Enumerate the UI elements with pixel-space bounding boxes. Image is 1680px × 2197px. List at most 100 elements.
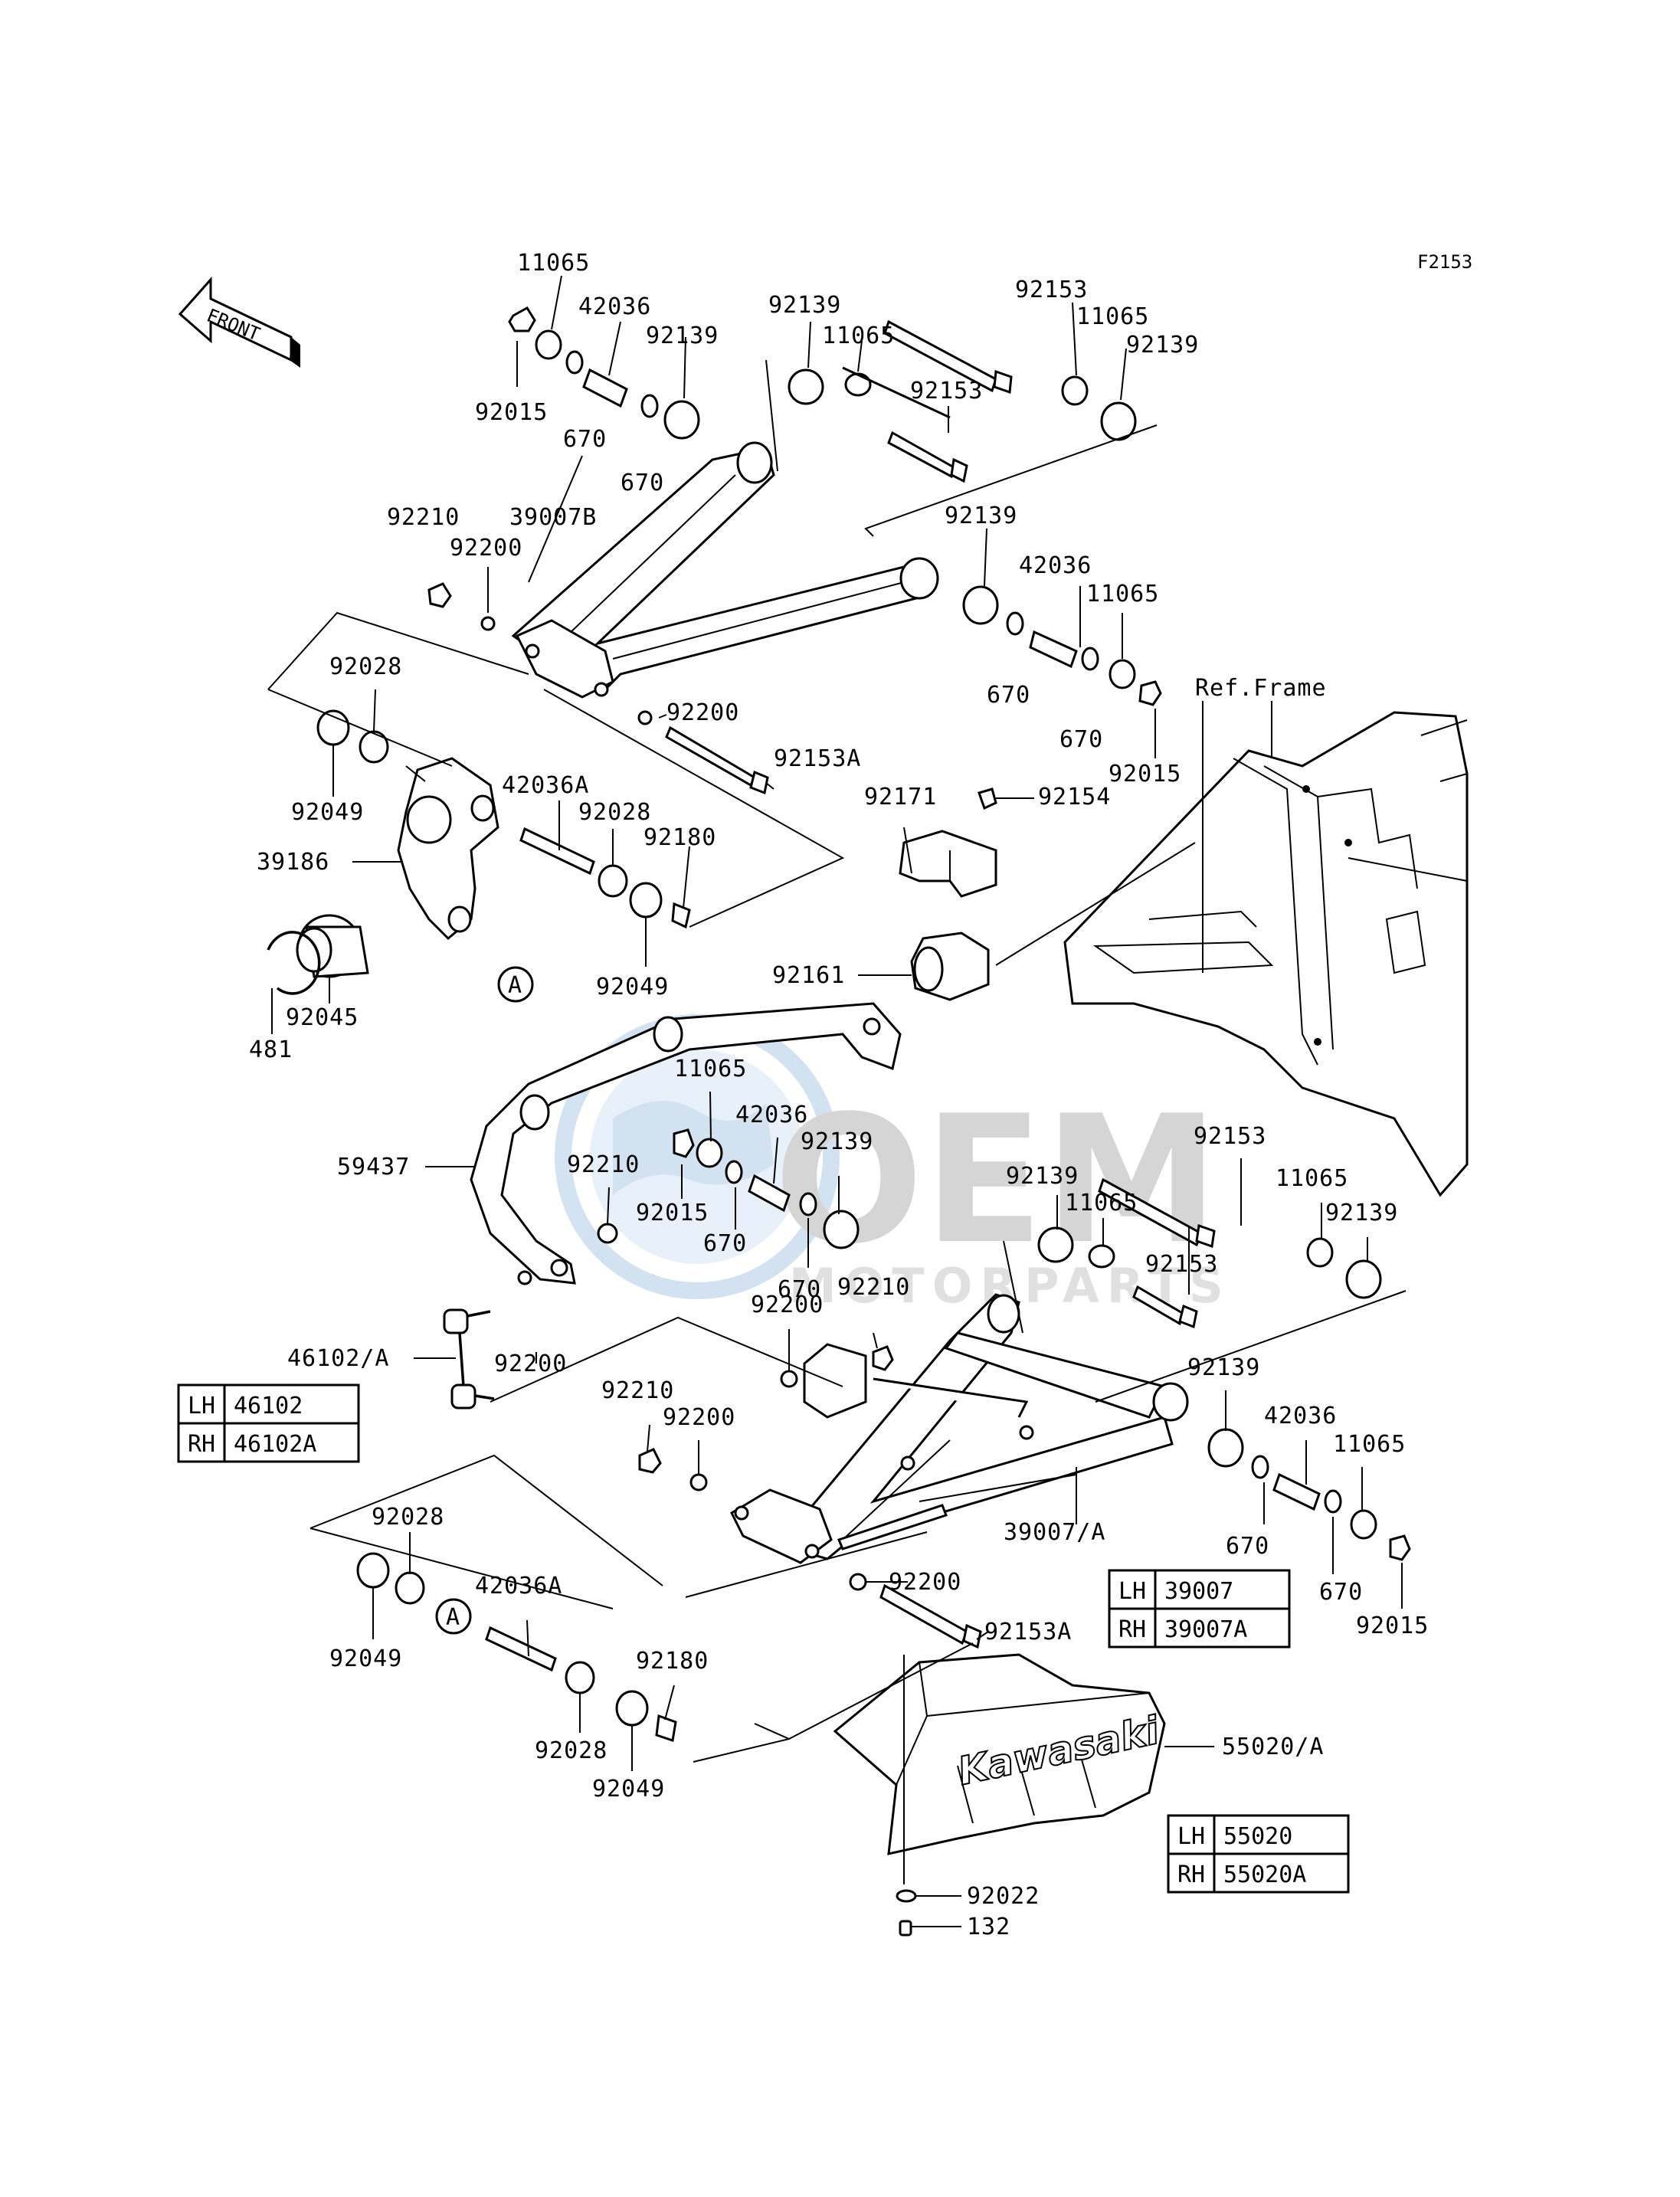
part-label: 92049 <box>596 974 669 1000</box>
part-label: 92139 <box>1126 332 1199 359</box>
page-id: F2153 <box>1417 251 1472 273</box>
part-label: 92200 <box>889 1569 961 1596</box>
part-label: 92139 <box>801 1128 873 1155</box>
part-label: 92200 <box>450 535 522 562</box>
tie-rod-end <box>443 1308 495 1410</box>
lh-rh-table-39007: LH 39007 RH 39007A <box>1108 1569 1291 1649</box>
table-part: 55020A <box>1223 1861 1306 1888</box>
part-label: 670 <box>563 426 607 453</box>
part-label: 92049 <box>329 1645 402 1672</box>
part-label: 92200 <box>751 1292 824 1318</box>
part-label: 42036A <box>502 772 589 799</box>
part-label: 132 <box>967 1914 1010 1940</box>
part-label: 92153 <box>1194 1123 1266 1150</box>
part-label: 92139 <box>1187 1354 1260 1381</box>
part-label: 92028 <box>578 799 651 826</box>
table-part: 55020 <box>1223 1823 1292 1850</box>
part-label: 92139 <box>1325 1200 1398 1226</box>
part-label: 92139 <box>1006 1163 1079 1190</box>
table-side: LH <box>1118 1578 1146 1605</box>
part-label: 92045 <box>286 1004 359 1031</box>
table-side: RH <box>1118 1616 1146 1643</box>
part-label: 92171 <box>864 784 937 810</box>
part-label: 11065 <box>674 1056 747 1082</box>
watermark: OEM MOTORPARTS <box>555 1014 1223 1314</box>
part-label: 11065 <box>822 323 895 349</box>
skid-guard: Kawasaki <box>833 1653 1166 1937</box>
table-part: 46102A <box>234 1431 316 1458</box>
part-label: 92028 <box>535 1737 607 1764</box>
part-label: 39186 <box>257 849 329 876</box>
part-label: 42036A <box>475 1573 562 1599</box>
table-side: RH <box>188 1431 215 1458</box>
part-label: 92200 <box>663 1404 735 1431</box>
part-label: 670 <box>778 1276 821 1303</box>
part-label: 92210 <box>837 1274 910 1301</box>
part-label: 92015 <box>1109 761 1181 787</box>
part-label: 92028 <box>329 653 402 680</box>
ref-frame-label: Ref.Frame <box>1195 675 1327 702</box>
part-label: 11065 <box>1076 303 1149 330</box>
table-side: RH <box>1177 1861 1205 1888</box>
table-part: 39007A <box>1164 1616 1247 1643</box>
part-label: 670 <box>1319 1579 1363 1606</box>
part-label: 11065 <box>1086 581 1159 607</box>
part-label: 39007/A <box>1004 1519 1105 1546</box>
part-label: 92180 <box>644 824 716 851</box>
table-part: 46102 <box>234 1393 303 1419</box>
part-label: 92200 <box>494 1351 567 1377</box>
part-label: 92139 <box>768 292 841 319</box>
part-label: 59437 <box>337 1154 410 1180</box>
part-label: 92154 <box>1038 784 1111 810</box>
lh-rh-table-46102: LH 46102 RH 46102A <box>177 1383 360 1463</box>
part-label: 92153A <box>774 745 861 772</box>
part-label: 92210 <box>567 1151 640 1178</box>
part-label: 92022 <box>967 1883 1040 1910</box>
table-side: LH <box>188 1393 215 1419</box>
part-label: 11065 <box>1065 1190 1138 1216</box>
part-label: 11065 <box>517 250 590 277</box>
part-label: 11065 <box>1276 1165 1348 1192</box>
part-label: 92049 <box>592 1776 665 1802</box>
table-side: LH <box>1177 1823 1205 1850</box>
part-label: 670 <box>1059 726 1103 753</box>
part-label: 92153 <box>1145 1251 1218 1278</box>
table-part: 39007 <box>1164 1578 1233 1605</box>
part-label: 92161 <box>772 962 845 989</box>
upper-a-arm <box>511 441 939 699</box>
watermark-main: OEM <box>774 1079 1220 1283</box>
upper-right-bushing-stack <box>427 582 1162 795</box>
part-label: 92028 <box>372 1504 444 1531</box>
part-label: 39007B <box>509 504 597 531</box>
part-label: 92139 <box>945 503 1017 529</box>
part-label: 670 <box>1226 1533 1269 1560</box>
part-label: 670 <box>621 470 664 496</box>
part-label: 92210 <box>387 504 460 531</box>
ref-frame-drawing: Ref.Frame <box>1063 675 1469 1197</box>
marker-a-knuckle: A <box>508 972 522 999</box>
upper-left-bushing-stack <box>508 306 1137 483</box>
part-label: 92049 <box>291 799 364 826</box>
part-label: 481 <box>249 1036 293 1063</box>
knuckle-group: A <box>267 709 691 1003</box>
part-label: 42036 <box>1264 1403 1337 1429</box>
guide-lines <box>267 359 1407 1884</box>
marker-a-hub: A <box>446 1604 460 1631</box>
part-label: 670 <box>987 682 1030 709</box>
part-labels: 11065 42036 92139 92139 11065 92153 1106… <box>249 250 1429 1940</box>
lower-a-arm <box>730 1293 1189 1564</box>
leader-lines <box>271 275 1403 1927</box>
lower-bushing-stack <box>638 1177 1411 1649</box>
part-label: 42036 <box>578 293 651 320</box>
stabilizer-bar <box>470 1002 902 1285</box>
part-label: 55020/A <box>1222 1734 1324 1760</box>
stabilizer-clamp <box>899 787 997 1001</box>
part-label: 42036 <box>735 1102 808 1128</box>
part-label: 92015 <box>1356 1613 1429 1639</box>
part-label: 92200 <box>666 699 739 726</box>
part-label: 92210 <box>601 1377 674 1404</box>
part-label: 46102/A <box>287 1345 389 1372</box>
lh-rh-table-55020: LH 55020 RH 55020A <box>1167 1814 1350 1894</box>
part-label: 92015 <box>636 1200 709 1226</box>
